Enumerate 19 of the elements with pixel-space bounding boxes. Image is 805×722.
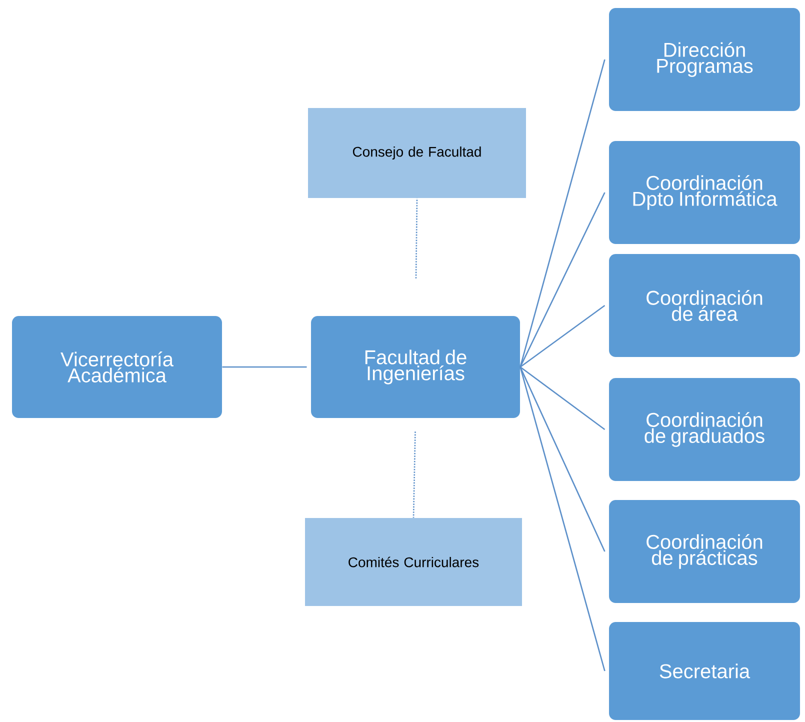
connector-line bbox=[520, 366, 606, 672]
connector-line bbox=[520, 366, 606, 430]
org-box: Secretaria bbox=[609, 622, 800, 720]
connector-line bbox=[412, 432, 416, 518]
connector-line bbox=[520, 59, 606, 368]
committee-box: Consejo de Facultad bbox=[308, 108, 526, 198]
connector-line bbox=[520, 304, 606, 368]
org-box: Coordinación de prácticas bbox=[609, 500, 800, 603]
org-box: Coordinación Dpto Informática bbox=[609, 141, 800, 244]
org-box: Coordinación de graduados bbox=[609, 378, 800, 481]
org-box: Coordinación de área bbox=[609, 254, 800, 357]
org-box: Facultad de Ingenierías bbox=[311, 316, 520, 418]
connector-line bbox=[415, 198, 418, 278]
committee-box: Comités Curriculares bbox=[305, 518, 522, 606]
connector-line bbox=[520, 192, 606, 368]
org-box: Vicerrectoría Académica bbox=[12, 316, 222, 418]
connector-line bbox=[222, 366, 307, 368]
org-box: Dirección Programas bbox=[609, 8, 800, 111]
connector-line bbox=[520, 366, 606, 552]
